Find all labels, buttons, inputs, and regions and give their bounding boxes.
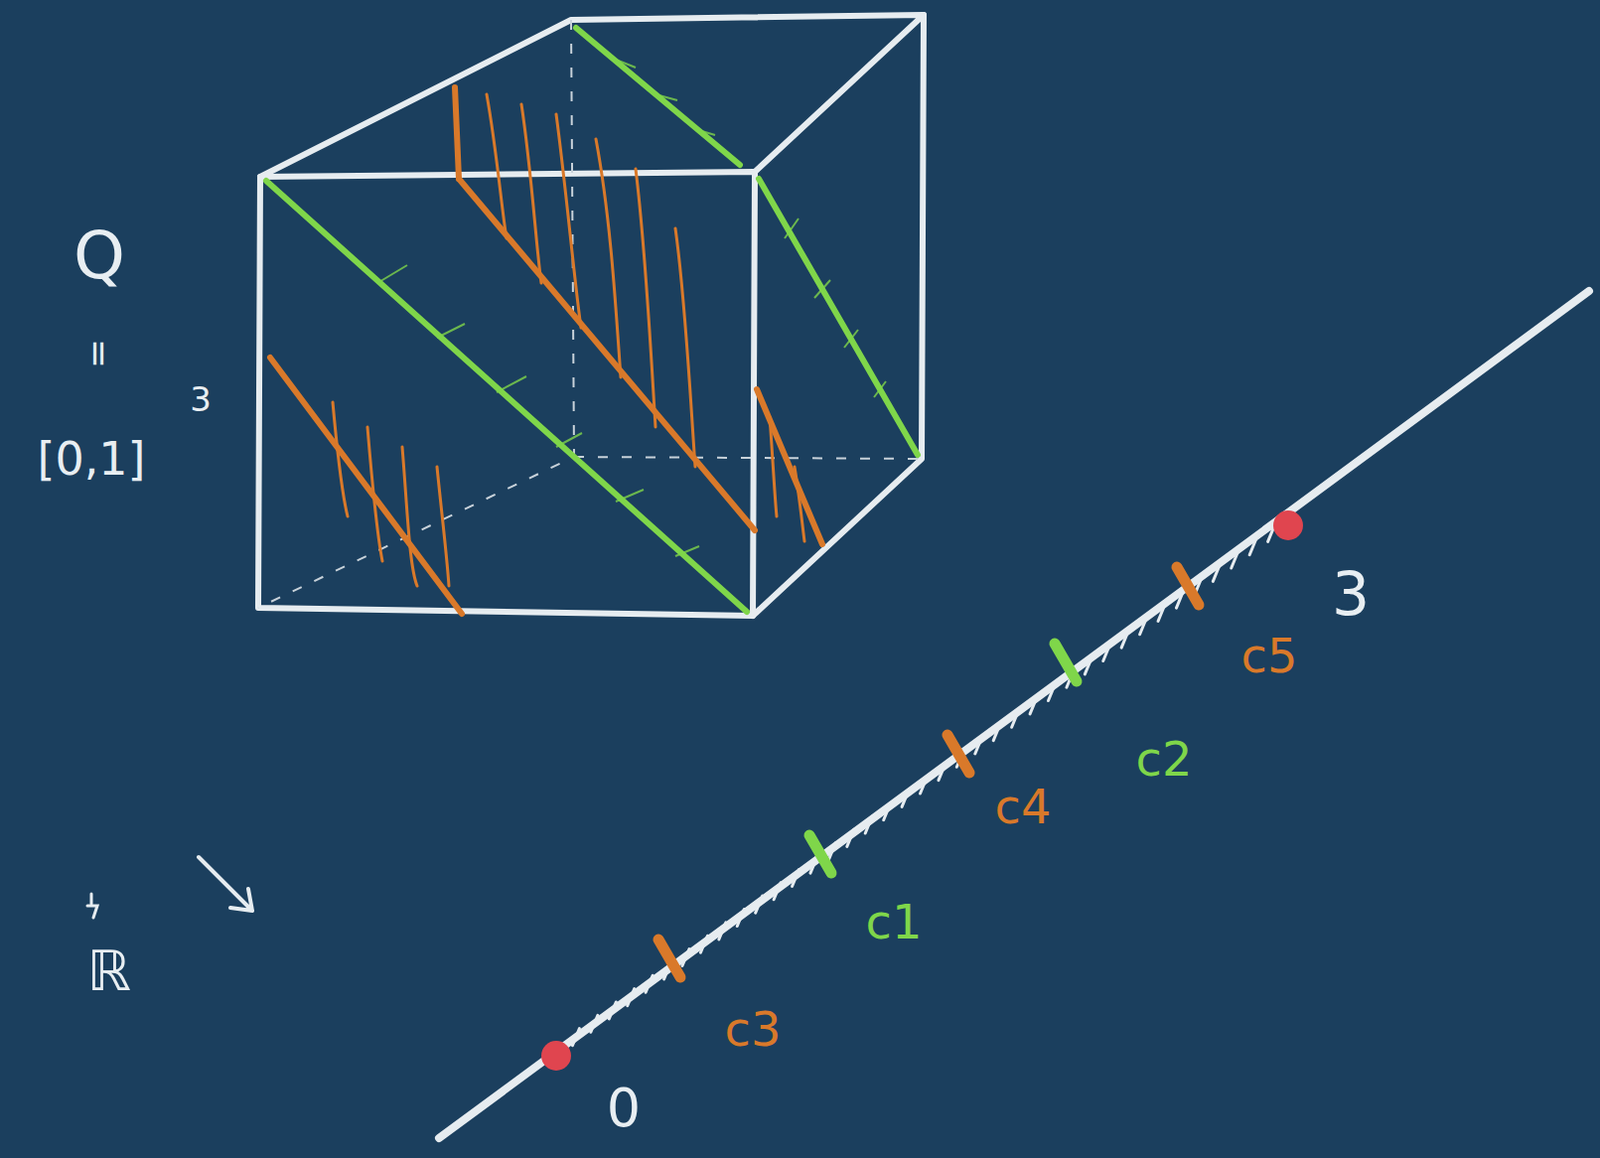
endpoint-label: 3 (1331, 564, 1370, 624)
green-line (758, 178, 918, 455)
cube (258, 14, 924, 616)
tick-mark (1212, 564, 1220, 582)
endpoint-label: 0 (606, 1081, 641, 1136)
slice-label: c4 (995, 782, 1052, 831)
slice-mark (658, 939, 681, 978)
exponent: 3 (189, 382, 212, 417)
tick-mark (1249, 538, 1257, 556)
interval: [0,1] (36, 436, 146, 482)
orange-line (270, 357, 462, 614)
tick-mark (755, 895, 763, 913)
tick-mark (700, 935, 708, 953)
orange-hatching (332, 94, 805, 586)
tick-mark (883, 803, 891, 821)
real-line (438, 290, 1590, 1139)
orange-line (458, 178, 755, 531)
tick-mark (1231, 551, 1239, 569)
endpoint-dot (541, 1040, 572, 1071)
slice-label: c1 (866, 897, 923, 946)
tick-mark (938, 763, 946, 781)
orange-line (454, 87, 459, 179)
cube-right-face (752, 14, 924, 616)
slice-label: c3 (725, 1005, 782, 1053)
tick-mark (608, 1002, 616, 1019)
tick-mark (810, 856, 818, 873)
tick-mark (590, 1015, 598, 1032)
tick-mark (645, 975, 653, 993)
green-hatching (377, 59, 886, 557)
tick-mark (1158, 603, 1165, 621)
tick-mark (975, 736, 983, 754)
tick-mark (1012, 710, 1019, 728)
tick-mark (1029, 697, 1037, 715)
tick-mark (1084, 657, 1092, 675)
tick-mark (572, 1028, 580, 1046)
slice-mark (809, 835, 832, 873)
hatch (615, 59, 716, 136)
tick-mark (682, 949, 690, 967)
green-slice (266, 27, 918, 612)
hatch (486, 94, 696, 467)
tick-mark (828, 843, 836, 861)
tick-mark (1047, 684, 1055, 702)
hatch (769, 417, 805, 542)
tick-mark (1121, 630, 1129, 648)
slice-mark (947, 734, 970, 773)
tick-mark (736, 909, 744, 927)
slice-label: c2 (1136, 734, 1193, 783)
endpoint-dot (1273, 510, 1304, 541)
inclusion-mark (87, 893, 98, 918)
cube-top-face (260, 14, 924, 177)
map-arrow (198, 857, 253, 911)
tick-mark (1140, 617, 1148, 635)
equals-sign: = (81, 338, 118, 369)
hidden-edges (258, 19, 922, 608)
space-name: Q (73, 223, 126, 290)
slice-mark (1054, 643, 1077, 682)
hatch (332, 402, 449, 586)
green-line (266, 180, 747, 612)
orange-slices (270, 87, 823, 614)
slice-label: c5 (1241, 631, 1299, 680)
tick-mark (773, 882, 781, 900)
tick-mark (847, 829, 855, 847)
tick-mark (1103, 644, 1111, 662)
green-line (576, 27, 740, 165)
tick-marks (572, 524, 1275, 1045)
tick-mark (865, 816, 873, 834)
slice-marks (658, 567, 1199, 978)
slice-mark (1176, 567, 1199, 605)
tick-mark (1175, 590, 1183, 608)
real-line-name: ℝ (87, 943, 132, 1000)
tick-mark (901, 789, 909, 807)
tick-mark (792, 869, 800, 886)
orange-line (756, 389, 823, 545)
tick-mark (719, 922, 727, 940)
tick-mark (993, 724, 1001, 741)
tick-mark (920, 776, 928, 794)
hidden-edge (574, 456, 922, 459)
hatch (784, 218, 886, 398)
tick-mark (627, 989, 635, 1007)
